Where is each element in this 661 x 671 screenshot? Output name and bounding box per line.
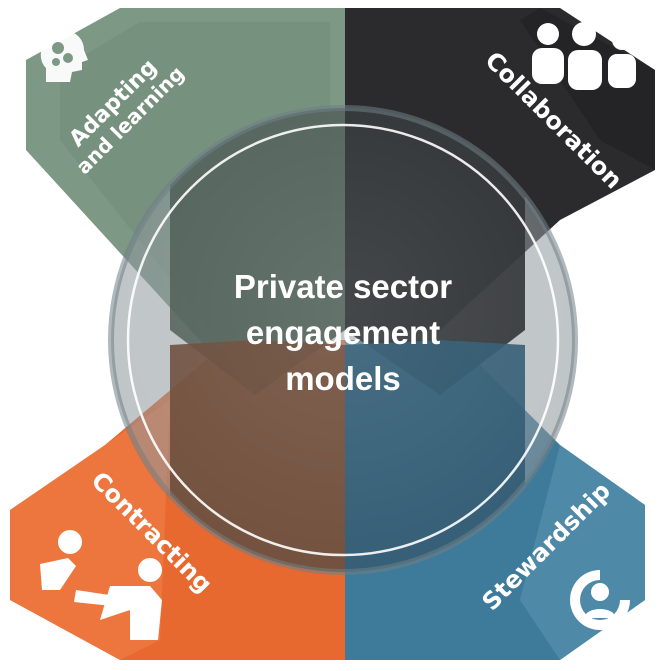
inner-ring bbox=[126, 123, 560, 557]
handshake-people-icon bbox=[40, 530, 162, 640]
head-gears-icon bbox=[40, 30, 88, 82]
center-title-line-2: engagement bbox=[246, 314, 440, 351]
center-title-line-3: models bbox=[285, 360, 401, 397]
center-title-line-1: Private sector bbox=[234, 268, 452, 305]
group-people-icon bbox=[532, 22, 636, 90]
center-overlay bbox=[111, 108, 575, 572]
person-shield-icon bbox=[570, 570, 630, 630]
outer-ring bbox=[108, 105, 578, 575]
